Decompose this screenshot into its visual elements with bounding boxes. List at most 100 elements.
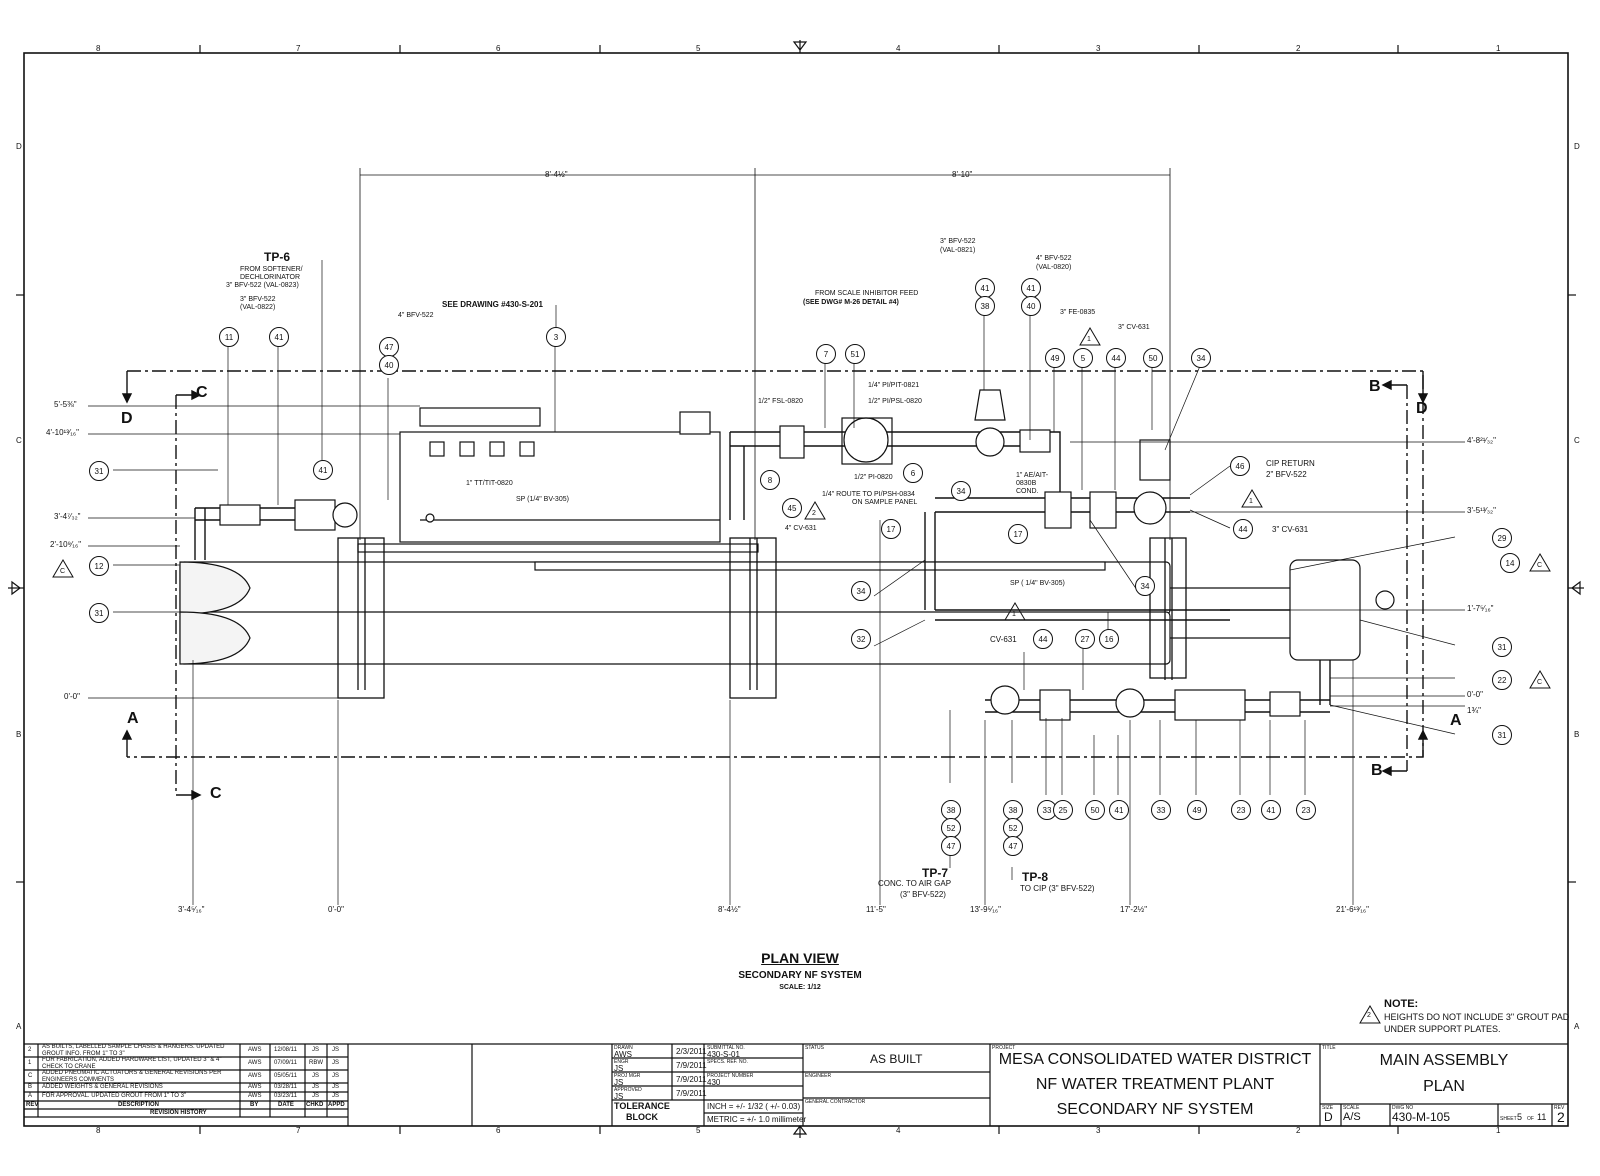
rev-row-4-date: 03/28/11 [274, 1084, 297, 1090]
item-bubble-44: 44 [1233, 519, 1253, 539]
rev-row-5-appd: JS [332, 1093, 340, 1099]
item-bubble-16: 16 [1099, 629, 1119, 649]
rev-row-1-chkd: JS [312, 1047, 320, 1053]
rev-row-3-chkd: JS [312, 1073, 320, 1079]
tp7-line2: (3" BFV-522) [900, 890, 946, 899]
item-bubble-23: 23 [1231, 800, 1251, 820]
rev-row-2-by: AWS [248, 1060, 262, 1066]
ae-line3: COND. [1016, 488, 1039, 495]
pi-pit-0821-label: 1/4" PI/PIT-0821 [868, 382, 920, 389]
item-bubble-3: 3 [546, 327, 566, 347]
sheet-label: SHEET [1500, 1116, 1517, 1122]
zone-label-5-bottom: 5 [696, 1126, 701, 1135]
tp7-label: TP-7 [922, 866, 949, 880]
item-bubble-31: 31 [1492, 637, 1512, 657]
see-drawing-label: SEE DRAWING #430-S-201 [442, 300, 543, 309]
size-value: D [1324, 1110, 1333, 1124]
item-bubble-6: 6 [903, 463, 923, 483]
rev-row-5-by: AWS [248, 1093, 262, 1099]
zone-label-8-top: 8 [96, 44, 101, 53]
item-bubble-44: 44 [1033, 629, 1053, 649]
sheet-total: 11 [1537, 1112, 1547, 1122]
item-bubble-7: 7 [816, 344, 836, 364]
route-line2: ON SAMPLE PANEL [852, 499, 918, 506]
rev-row-2-desc: FOR FABRICATION, ADDED HARDWARE LIST, UP… [42, 1057, 222, 1070]
revision-triangles [52, 327, 1551, 689]
bfv-4-label: 4" BFV-522 [398, 312, 434, 319]
zone-label-1-top: 1 [1496, 44, 1501, 53]
view-scale: SCALE: 1/12 [779, 984, 821, 991]
scale-inhibitor-line1: FROM SCALE INHIBITOR FEED [815, 290, 919, 297]
item-bubble-47: 47 [379, 337, 399, 357]
item-bubble-49: 49 [1045, 348, 1065, 368]
section-c-top: C [196, 384, 208, 401]
rev-row-3-desc: ADDED PNEUMATIC ACTUATORS & GENERAL REVI… [42, 1070, 222, 1083]
rev-row-2-rev: 1 [28, 1060, 32, 1066]
section-d-left: D [121, 410, 133, 427]
section-arrows [121, 371, 1429, 801]
rev-row-1-by: AWS [248, 1047, 262, 1053]
tp7-line1: CONC. TO AIR GAP [878, 879, 952, 888]
zone-label-3-bottom: 3 [1096, 1126, 1101, 1135]
item-bubble-34: 34 [1191, 348, 1211, 368]
dwg-no-value: 430-M-105 [1392, 1110, 1451, 1124]
rev-row-3-by: AWS [248, 1073, 262, 1079]
section-a-left: A [127, 710, 139, 727]
note-text-line2: UNDER SUPPORT PLATES. [1384, 1024, 1501, 1034]
project-line-1: MESA CONSOLIDATED WATER DISTRICT [998, 1051, 1312, 1068]
item-bubble-34: 34 [851, 581, 871, 601]
zone-label-4-bottom: 4 [896, 1126, 901, 1135]
sheet-of-label: OF [1527, 1116, 1534, 1122]
fsl-0820-label: 1/2" FSL-0820 [758, 398, 803, 405]
approved-value: JS [614, 1092, 624, 1101]
scale-value: A/S [1343, 1111, 1361, 1123]
tp6-line2: DECHLORINATOR [240, 274, 301, 281]
zone-label-2-top: 2 [1296, 44, 1301, 53]
section-d-right: D [1416, 400, 1428, 417]
proj-mgr-label: PROJ MGR [614, 1073, 641, 1079]
drawing-title-line-2: PLAN [1423, 1078, 1465, 1095]
zone-label-d-left: D [16, 142, 22, 151]
tolerance-metric: METRIC = +/- 1.0 millimeter [707, 1115, 807, 1124]
zone-label-6-bottom: 6 [496, 1126, 501, 1135]
engr-date: 7/9/2011 [676, 1061, 707, 1070]
proj-mgr-date: 7/9/2011 [676, 1075, 707, 1084]
note-triangle-number: 2 [1367, 1012, 1371, 1019]
item-bubble-46: 46 [1230, 456, 1250, 476]
leader-lines [113, 260, 1456, 880]
item-bubble-38: 38 [975, 296, 995, 316]
dwg-no-label: DWG NO [1392, 1105, 1414, 1111]
rev-header-chkd: CHKD [306, 1102, 324, 1108]
cv-631-3-label: 3" CV-631 [1118, 324, 1150, 331]
tp6-label: TP-6 [264, 250, 291, 264]
item-bubble-11: 11 [219, 327, 239, 347]
zone-label-5-top: 5 [696, 44, 701, 53]
dim-top-right: 8'-10" [952, 170, 973, 179]
section-c-triangle-text: C [1537, 679, 1543, 686]
rev-header-appd: APPD [328, 1102, 345, 1108]
center-marks [8, 40, 1584, 1138]
cip-return-line1: CIP RETURN [1266, 459, 1315, 468]
rev-triangle-2-text: 2 [812, 510, 816, 517]
bfv-0821-line2: (VAL-0821) [940, 247, 976, 254]
cv-631-mid-label: CV-631 [990, 635, 1017, 644]
item-bubble-40: 40 [1021, 296, 1041, 316]
general-contractor-label: GENERAL CONTRACTOR [805, 1099, 866, 1105]
item-bubble-41: 41 [313, 460, 333, 480]
project-label: PROJECT [992, 1045, 1016, 1051]
rev-row-2-appd: JS [332, 1060, 340, 1066]
tp8-line1: TO CIP (3" BFV-522) [1020, 884, 1095, 893]
item-bubble-17: 17 [1008, 524, 1028, 544]
zone-label-7-bottom: 7 [296, 1126, 301, 1135]
zone-label-a-right: A [1574, 1022, 1580, 1031]
item-bubble-47: 47 [941, 836, 961, 856]
rev-row-2-date: 07/09/11 [274, 1060, 297, 1066]
zone-ticks [16, 45, 1576, 1134]
pressure-vessels [179, 543, 1361, 665]
rev-row-3-appd: JS [332, 1073, 340, 1079]
dim-bottom-1: 3'-4⁵⁄₁₆" [178, 905, 205, 914]
project-number-label: PROJECT NUMBER [707, 1073, 754, 1079]
zone-label-2-bottom: 2 [1296, 1126, 1301, 1135]
drawn-date: 2/3/2011 [676, 1047, 707, 1056]
dim-right-2: 3'-5¹³⁄₃₂" [1467, 506, 1496, 515]
